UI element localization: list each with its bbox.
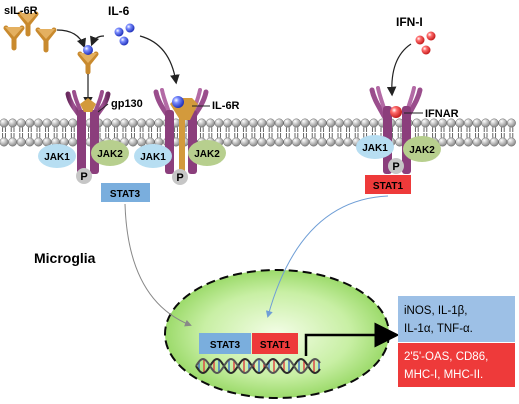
stat3-box	[101, 183, 150, 202]
phospho-middle-label: P	[176, 172, 183, 184]
phospho-middle	[172, 169, 188, 185]
ifn-label: IFN-I	[396, 15, 423, 29]
stat1-label: STAT1	[373, 181, 404, 192]
phospho-left-label: P	[80, 171, 87, 183]
arrow-il6-to-complex	[90, 35, 105, 47]
stat1-nuclear-label: STAT1	[260, 340, 291, 351]
arrow-ifn-to-ifnar	[386, 43, 412, 97]
il6r-label: IL-6R	[212, 100, 240, 112]
jak2-right-label: JAK2	[409, 145, 435, 156]
jak1-middle-label: JAK1	[140, 152, 166, 163]
stat3-genes-line2: IL-1α, TNF-α.	[404, 323, 473, 335]
jak2-middle	[188, 140, 226, 166]
jak2-right	[403, 136, 441, 162]
gp130-pointer	[97, 103, 109, 113]
arrow-il6-to-il6r	[139, 35, 180, 85]
stat3-genes-line1: iNOS, IL-1β,	[404, 305, 468, 317]
arrow-sil6r-to-complex	[56, 29, 86, 49]
stat1-box	[365, 175, 411, 194]
phospho-right	[388, 158, 404, 174]
il6-molecules	[114, 23, 135, 46]
stat3-target-genes-box	[398, 296, 515, 342]
dna-helix	[195, 357, 321, 375]
sil6r-label: sIL-6R	[4, 5, 38, 17]
stat1-target-genes-box	[398, 343, 515, 387]
jak-group-right: JAK1 JAK2 P	[356, 135, 441, 174]
transcription-arrow	[304, 322, 400, 356]
jak1-left-label: JAK1	[44, 152, 70, 163]
ifnar-label: IFNAR	[425, 108, 459, 120]
jak2-left-label: JAK2	[97, 149, 123, 160]
stat1-nuclear-box	[252, 333, 298, 354]
stat1-genes-line2: MHC-I, MHC-II.	[404, 369, 483, 381]
stat3-label: STAT3	[110, 189, 141, 200]
arrow-stat1-to-nucleus	[265, 195, 389, 318]
jak1-right-label: JAK1	[362, 143, 388, 154]
arrow-stat3-to-nucleus	[124, 203, 192, 327]
gp130-receptor-left	[65, 90, 111, 174]
phospho-right-label: P	[392, 161, 399, 173]
jak1-middle	[134, 144, 172, 168]
sil6r-molecule-2	[17, 11, 39, 37]
stat3-nuclear-box	[199, 333, 251, 354]
jak2-left	[91, 140, 129, 166]
jak-group-left: JAK1 JAK2 P	[38, 140, 129, 184]
gp130-label: gp130	[111, 98, 143, 110]
cell-label: Microglia	[34, 250, 96, 266]
jak1-left	[38, 144, 76, 168]
phospho-left	[76, 168, 92, 184]
il6-label: IL-6	[108, 4, 130, 18]
sil6r-molecule-1	[3, 25, 25, 51]
jak2-middle-label: JAK2	[194, 149, 220, 160]
jak-group-middle: JAK1 JAK2 P	[134, 140, 226, 185]
sil6r-il6-complex	[77, 45, 99, 75]
sil6r-molecules	[3, 11, 57, 53]
stat3-nuclear-label: STAT3	[210, 340, 241, 351]
sil6r-molecule-3	[35, 27, 57, 53]
stat1-genes-line1: 2'5'-OAS, CD86,	[404, 351, 488, 363]
ifn-molecules	[415, 31, 436, 55]
jak1-right	[356, 135, 394, 159]
